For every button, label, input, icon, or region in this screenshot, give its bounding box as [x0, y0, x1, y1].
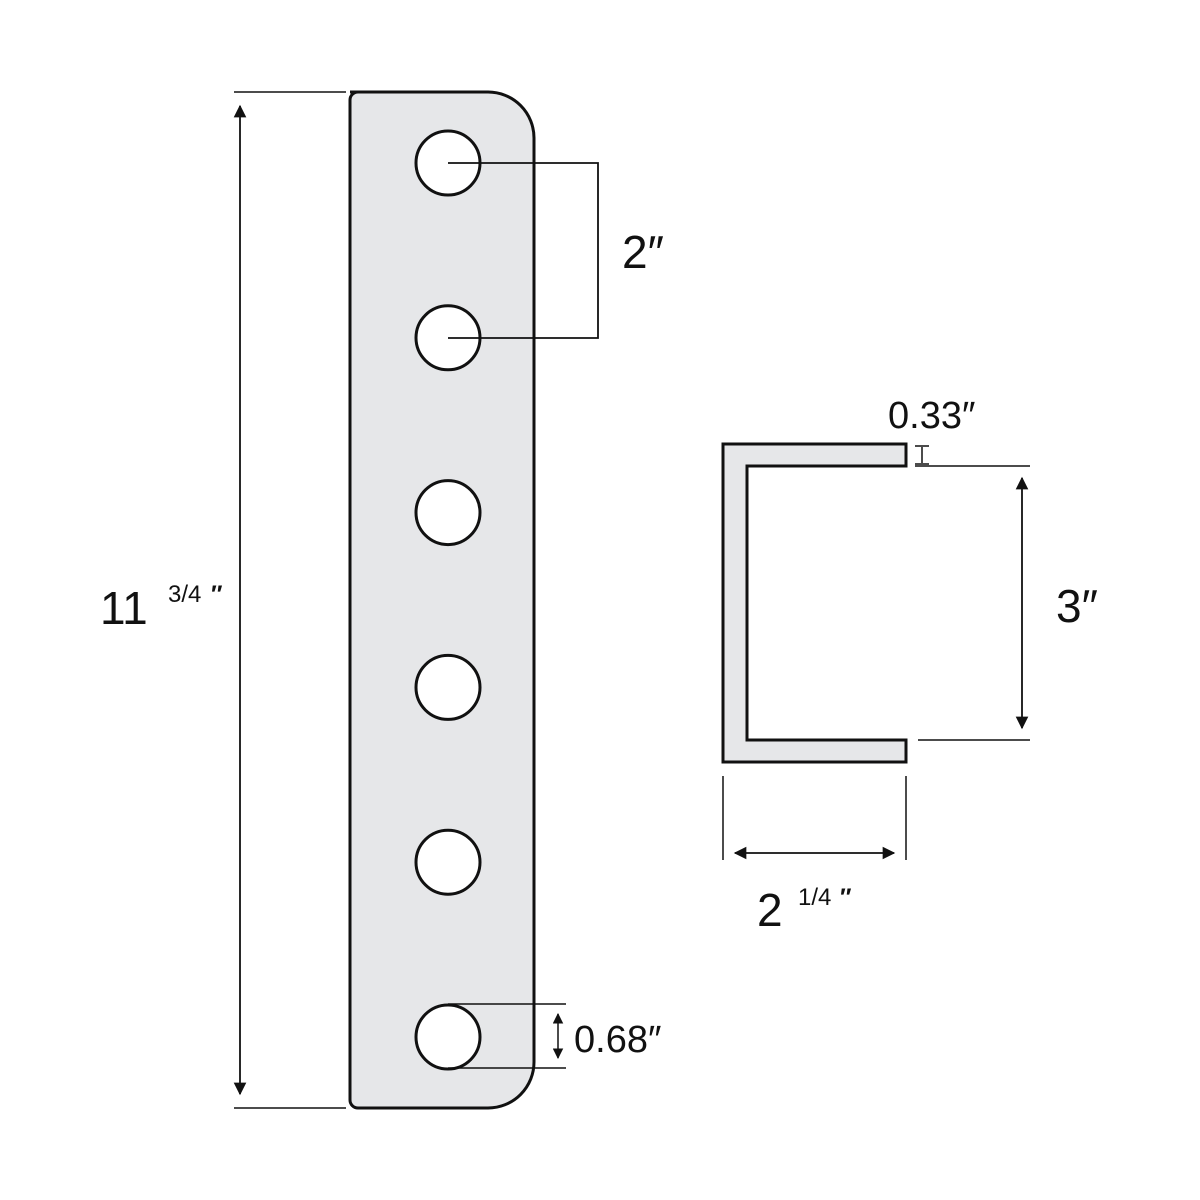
hole-spacing-bracket	[448, 162, 599, 339]
channel-height-label: 3″	[1056, 580, 1098, 632]
plate-hole	[414, 1003, 482, 1071]
channel-width-fraction: 1/4	[798, 884, 831, 911]
plate-hole	[414, 653, 482, 721]
overall-length-unit: ″	[211, 581, 223, 608]
channel-profile	[721, 442, 908, 764]
channel-end-view	[721, 442, 908, 764]
overall-length-fraction: 3/4	[168, 581, 201, 608]
overall-length-dimension: 11 3/4 ″	[100, 91, 346, 1109]
wall-thickness-label: 0.33″	[888, 395, 975, 437]
plate-body	[348, 90, 536, 1110]
wall-thickness-dimension: 0.33″	[888, 395, 975, 465]
channel-width-dimension: 2 1/4 ″	[722, 776, 907, 936]
plate-hole	[414, 828, 482, 896]
hole-diameter-label: 0.68″	[574, 1019, 661, 1061]
plate-hole	[414, 479, 482, 547]
channel-width-unit: ″	[840, 884, 852, 911]
hole-spacing-dimension: 2″	[448, 162, 664, 339]
hitch-plate-front-view	[348, 90, 536, 1110]
channel-width-whole: 2	[757, 884, 783, 936]
hole-diameter-dimension: 0.68″	[448, 1003, 661, 1069]
overall-length-whole: 11	[100, 582, 148, 634]
hole-spacing-label: 2″	[622, 226, 664, 278]
channel-height-dimension: 3″	[915, 465, 1098, 741]
